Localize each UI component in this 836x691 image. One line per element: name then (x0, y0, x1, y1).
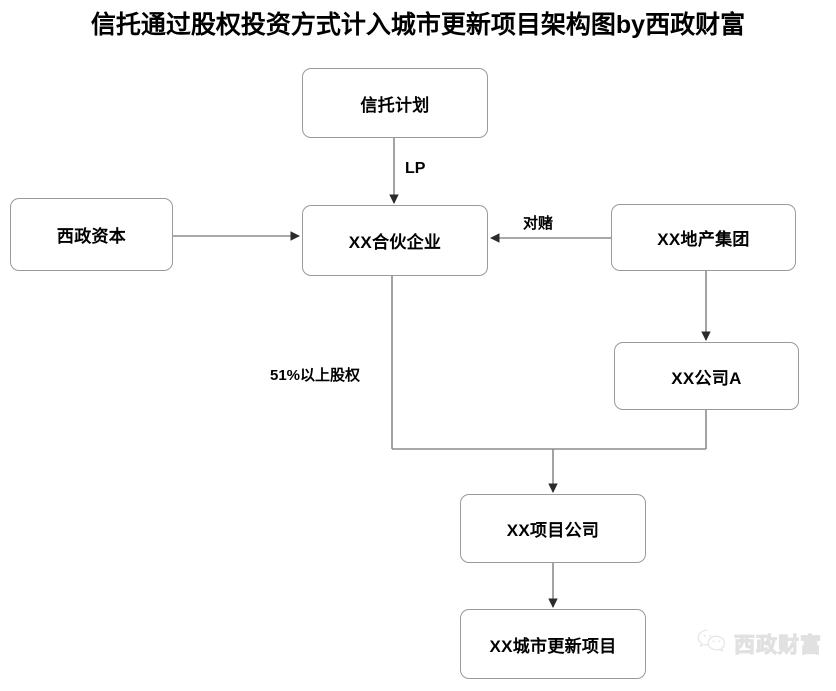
node-xx-company-a[interactable]: XX公司A (614, 342, 799, 410)
node-xx-realestate-group[interactable]: XX地产集团 (611, 204, 796, 271)
node-label: 西政资本 (56, 227, 127, 246)
node-label: XX城市更新项目 (489, 636, 617, 656)
node-trust-plan[interactable]: 信托计划 (302, 68, 488, 138)
node-label: XX项目公司 (506, 521, 600, 540)
wechat-icon (697, 628, 727, 659)
edge-label-vam: 对赌 (523, 215, 554, 232)
page-title: 信托通过股权投资方式计入城市更新项目架构图by西政财富 (90, 11, 746, 39)
edge-label-equity-51: 51%以上股权 (270, 367, 361, 384)
node-xx-urban-renewal-project[interactable]: XX城市更新项目 (460, 609, 646, 679)
watermark-text: 西政财富 (734, 633, 822, 657)
node-xizheng-capital[interactable]: 西政资本 (10, 198, 173, 271)
edge-label-lp: LP (405, 160, 426, 177)
node-xx-project-company[interactable]: XX项目公司 (460, 494, 646, 563)
node-label: XX公司A (671, 368, 742, 388)
node-xx-partnership[interactable]: XX合伙企业 (302, 205, 488, 276)
node-label: XX合伙企业 (348, 233, 442, 252)
watermark: 西政财富 (697, 628, 822, 659)
node-label: XX地产集团 (657, 230, 750, 249)
node-label: 信托计划 (360, 95, 430, 115)
